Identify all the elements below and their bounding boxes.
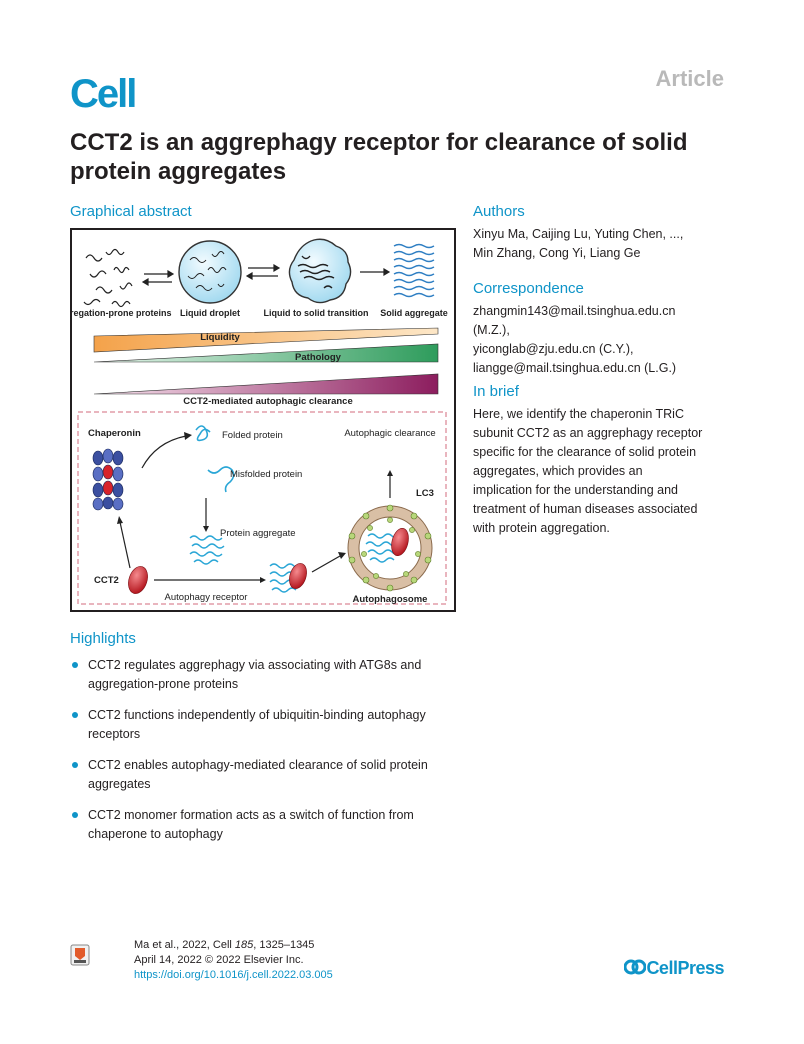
paper-title: CCT2 is an aggrephagy receptor for clear…: [70, 129, 688, 185]
up-arrow-icon: [119, 521, 131, 569]
highlight-item: CCT2 monomer formation acts as a switch …: [70, 806, 462, 844]
autophagosome-icon: [347, 504, 433, 592]
arrow-head-icon: [387, 470, 393, 476]
stage-label-aggregation-prone: Aggregation-prone proteins: [72, 308, 172, 318]
arrow-head-icon: [203, 526, 209, 532]
graphical-abstract-heading: Graphical abstract: [70, 203, 192, 220]
doi-link[interactable]: https://doi.org/10.1016/j.cell.2022.03.0…: [134, 969, 333, 981]
autophagosome-label: Autophagosome: [353, 594, 428, 605]
pathology-bar: [93, 343, 439, 363]
cellpress-text: CellPress: [646, 958, 724, 978]
bullet-icon: [72, 662, 78, 668]
arrow-head-icon: [260, 577, 266, 583]
correspondence-initials-1: (M.Z.),: [473, 323, 510, 337]
liquidity-bar-label: Liquidity: [200, 332, 240, 343]
chaperonin-label: Chaperonin: [88, 428, 141, 439]
misfolded-protein-icon: [207, 466, 235, 493]
fold-cycle-arrow: [141, 435, 187, 469]
clearance-bar-label: CCT2-mediated autophagic clearance: [183, 396, 352, 407]
citation-block: Ma et al., 2022, Cell 185, 1325–1345 Apr…: [134, 938, 333, 983]
correspondence-email-3[interactable]: liangge@mail.tsinghua.edu.cn (L.G.): [473, 361, 677, 375]
liquidity-bar: [93, 327, 439, 353]
arrow-head-icon: [338, 552, 346, 559]
aggregation-prone-proteins-icon: [83, 248, 133, 308]
highlights-list: CCT2 regulates aggrephagy via associatin…: [70, 656, 462, 856]
lc3-label: LC3: [416, 488, 434, 499]
protein-aggregate-icon: [189, 535, 225, 565]
correspondence-email-1[interactable]: zhangmin143@mail.tsinghua.edu.cn: [473, 304, 676, 318]
authors-line-2: Min Zhang, Cong Yi, Liang Ge: [473, 246, 641, 260]
in-brief-line: subunit CCT2 as an aggrephagy receptor: [473, 426, 703, 440]
pathology-bar-label: Pathology: [295, 352, 342, 363]
in-brief-line: with protein aggregation.: [473, 521, 610, 535]
in-brief-line: specific for the clearance of solid prot…: [473, 445, 697, 459]
cellpress-logo: CellPress: [623, 958, 724, 979]
article-type-label: Article: [655, 66, 724, 91]
date-copyright-line: April 14, 2022 © 2022 Elsevier Inc.: [134, 954, 304, 966]
cct2-monomer-icon: [128, 566, 148, 594]
in-brief-heading: In brief: [473, 383, 519, 400]
highlights-heading: Highlights: [70, 630, 136, 647]
chaperonin-icon: [92, 448, 124, 511]
highlight-item: CCT2 regulates aggrephagy via associatin…: [70, 656, 462, 694]
arrow-head-icon: [117, 516, 123, 524]
protein-aggregate-label: Protein aggregate: [220, 528, 296, 539]
cct2-label: CCT2: [94, 575, 119, 586]
highlight-text: CCT2 enables autophagy-mediated clearanc…: [88, 758, 428, 791]
highlight-item: CCT2 enables autophagy-mediated clearanc…: [70, 756, 462, 794]
in-brief-line: implication for the understanding and: [473, 483, 678, 497]
citation-line: Ma et al., 2022, Cell 185, 1325–1345: [134, 939, 315, 951]
right-arrow-icon: [360, 267, 391, 277]
mechanism-panel: [77, 411, 447, 605]
aggregate-with-cct2-icon: [269, 563, 307, 593]
highlight-text: CCT2 regulates aggrephagy via associatin…: [88, 658, 422, 691]
citation-volume: 185: [234, 939, 254, 951]
in-brief-text: Here, we identify the chaperonin TRiC su…: [473, 405, 738, 538]
correspondence-heading: Correspondence: [473, 280, 584, 297]
double-arrow-icon: [141, 269, 175, 287]
solid-aggregate-icon: [393, 243, 435, 298]
authors-list: Xinyu Ma, Caijing Lu, Yuting Chen, ..., …: [473, 225, 733, 263]
graphical-abstract-figure: Aggregation-prone proteins Liquid drople…: [53, 228, 456, 612]
highlight-text: CCT2 functions independently of ubiquiti…: [88, 708, 426, 741]
autophagic-clearance-label: Autophagic clearance: [344, 428, 435, 439]
bullet-icon: [72, 762, 78, 768]
clearance-bar: [93, 373, 439, 395]
correspondence-email-2[interactable]: yiconglab@zju.edu.cn (C.Y.),: [473, 342, 634, 356]
double-arrow-icon: [245, 263, 281, 281]
correspondence-list: zhangmin143@mail.tsinghua.edu.cn (M.Z.),…: [473, 302, 733, 378]
folded-protein-icon: [195, 425, 211, 442]
authors-heading: Authors: [473, 203, 525, 220]
in-brief-line: treatment of human diseases associated: [473, 502, 698, 516]
stage-label-liquid-droplet: Liquid droplet: [180, 308, 240, 318]
liquid-droplet-icon: [178, 240, 242, 304]
right-arrow-icon: [311, 555, 341, 573]
authors-line-1: Xinyu Ma, Caijing Lu, Yuting Chen, ...,: [473, 227, 684, 241]
cellpress-mark-icon: [623, 959, 647, 975]
folded-protein-label: Folded protein: [222, 430, 283, 441]
liquid-to-solid-transition-icon: [288, 238, 352, 304]
cell-logo: Cell: [70, 72, 137, 116]
stage-label-solid-aggregate: Solid aggregate: [380, 308, 448, 318]
highlight-item: CCT2 functions independently of ubiquiti…: [70, 706, 462, 744]
stage-label-liquid-to-solid: Liquid to solid transition: [264, 308, 369, 318]
bullet-icon: [72, 812, 78, 818]
misfolded-protein-label: Misfolded protein: [230, 469, 302, 480]
arrow-head-icon: [184, 432, 192, 440]
in-brief-line: aggregates, which provides an: [473, 464, 643, 478]
in-brief-line: Here, we identify the chaperonin TRiC: [473, 407, 684, 421]
bullet-icon: [72, 712, 78, 718]
autophagy-receptor-label: Autophagy receptor: [165, 592, 248, 603]
highlight-text: CCT2 monomer formation acts as a switch …: [88, 808, 414, 841]
check-for-updates-icon[interactable]: [70, 944, 90, 966]
